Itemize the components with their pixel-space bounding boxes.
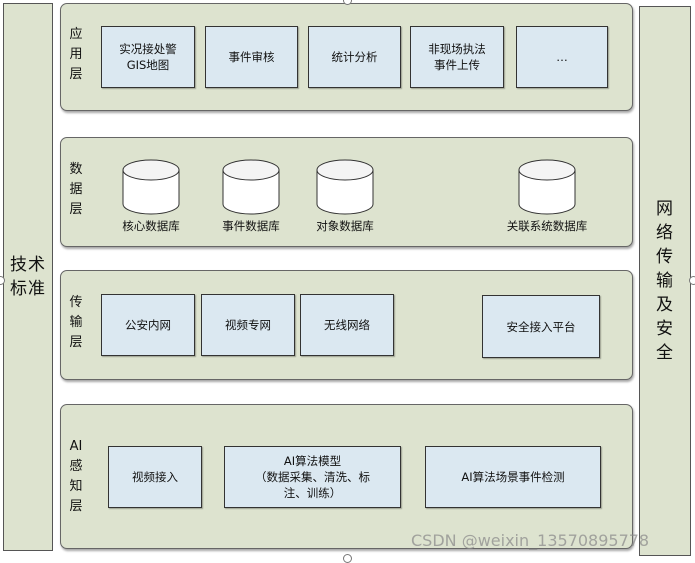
app-box-more: … bbox=[516, 26, 608, 88]
database-icon bbox=[222, 159, 280, 215]
app-box-offsite-enforcement-label: 非现场执法 事件上传 bbox=[428, 42, 486, 72]
app-box-gis-map: 实况接处警 GIS地图 bbox=[101, 26, 195, 88]
application-layer-label: 应用层 bbox=[69, 27, 83, 82]
ai-box-scene-detection-label: AI算法场景事件检测 bbox=[461, 470, 565, 484]
network-security-bar: 网络传输及安全 bbox=[639, 6, 691, 556]
data-layer: 数据层 核心数据库 事件数据库 对象数据库 关联系统数据库 bbox=[60, 137, 633, 247]
technical-standards-label: 技术标准 bbox=[10, 255, 46, 299]
app-box-statistics-label: 统计分析 bbox=[331, 50, 378, 64]
ai-perception-layer: AI感知层 视频接入 AI算法模型 （数据采集、清洗、标 注、训练） AI算法场… bbox=[60, 404, 633, 549]
ai-box-video-input-label: 视频接入 bbox=[132, 470, 178, 484]
technical-standards-bar: 技术标准 bbox=[3, 3, 53, 551]
app-box-offsite-enforcement: 非现场执法 事件上传 bbox=[410, 26, 504, 88]
trans-box-police-intranet: 公安内网 bbox=[101, 294, 195, 356]
watermark: CSDN @weixin_13570895778 bbox=[411, 531, 650, 550]
trans-box-police-intranet-label: 公安内网 bbox=[125, 318, 171, 332]
app-box-more-label: … bbox=[556, 50, 568, 64]
database-icon bbox=[518, 159, 576, 215]
db-object: 对象数据库 bbox=[305, 158, 385, 234]
transmission-layer: 传输层 公安内网 视频专网 无线网络 安全接入平台 bbox=[60, 270, 633, 380]
ai-box-algorithm-model-label: AI算法模型 （数据采集、清洗、标 注、训练） bbox=[255, 454, 370, 500]
db-object-label: 对象数据库 bbox=[316, 219, 374, 233]
ai-box-algorithm-model: AI算法模型 （数据采集、清洗、标 注、训练） bbox=[224, 446, 401, 508]
db-event: 事件数据库 bbox=[211, 158, 291, 234]
resize-handle[interactable] bbox=[689, 276, 695, 285]
ai-box-scene-detection: AI算法场景事件检测 bbox=[425, 446, 601, 508]
trans-box-wireless-network: 无线网络 bbox=[300, 294, 394, 356]
database-icon bbox=[122, 159, 180, 215]
trans-box-secure-access-label: 安全接入平台 bbox=[506, 319, 576, 334]
trans-box-video-network: 视频专网 bbox=[201, 294, 295, 356]
data-layer-label: 数据层 bbox=[69, 162, 83, 217]
ai-perception-layer-label: AI感知层 bbox=[69, 439, 83, 514]
trans-box-secure-access: 安全接入平台 bbox=[482, 295, 600, 358]
db-related-systems-label: 关联系统数据库 bbox=[506, 219, 588, 233]
db-core-label: 核心数据库 bbox=[122, 219, 180, 233]
app-box-gis-map-label: 实况接处警 GIS地图 bbox=[119, 42, 177, 72]
db-core: 核心数据库 bbox=[111, 158, 191, 234]
trans-box-video-network-label: 视频专网 bbox=[225, 318, 271, 332]
network-security-label: 网络传输及安全 bbox=[656, 199, 674, 363]
ai-box-video-input: 视频接入 bbox=[108, 446, 202, 508]
resize-handle[interactable] bbox=[343, 0, 352, 5]
app-box-event-review-label: 事件审核 bbox=[228, 50, 275, 64]
app-box-statistics: 统计分析 bbox=[308, 26, 401, 88]
db-event-label: 事件数据库 bbox=[222, 219, 280, 233]
trans-box-wireless-network-label: 无线网络 bbox=[324, 318, 370, 332]
application-layer: 应用层 实况接处警 GIS地图 事件审核 统计分析 非现场执法 事件上传 … bbox=[60, 3, 633, 111]
database-icon bbox=[316, 159, 374, 215]
resize-handle[interactable] bbox=[0, 276, 5, 285]
app-box-event-review: 事件审核 bbox=[205, 26, 298, 88]
db-related-systems: 关联系统数据库 bbox=[481, 158, 613, 234]
transmission-layer-label: 传输层 bbox=[69, 295, 83, 350]
